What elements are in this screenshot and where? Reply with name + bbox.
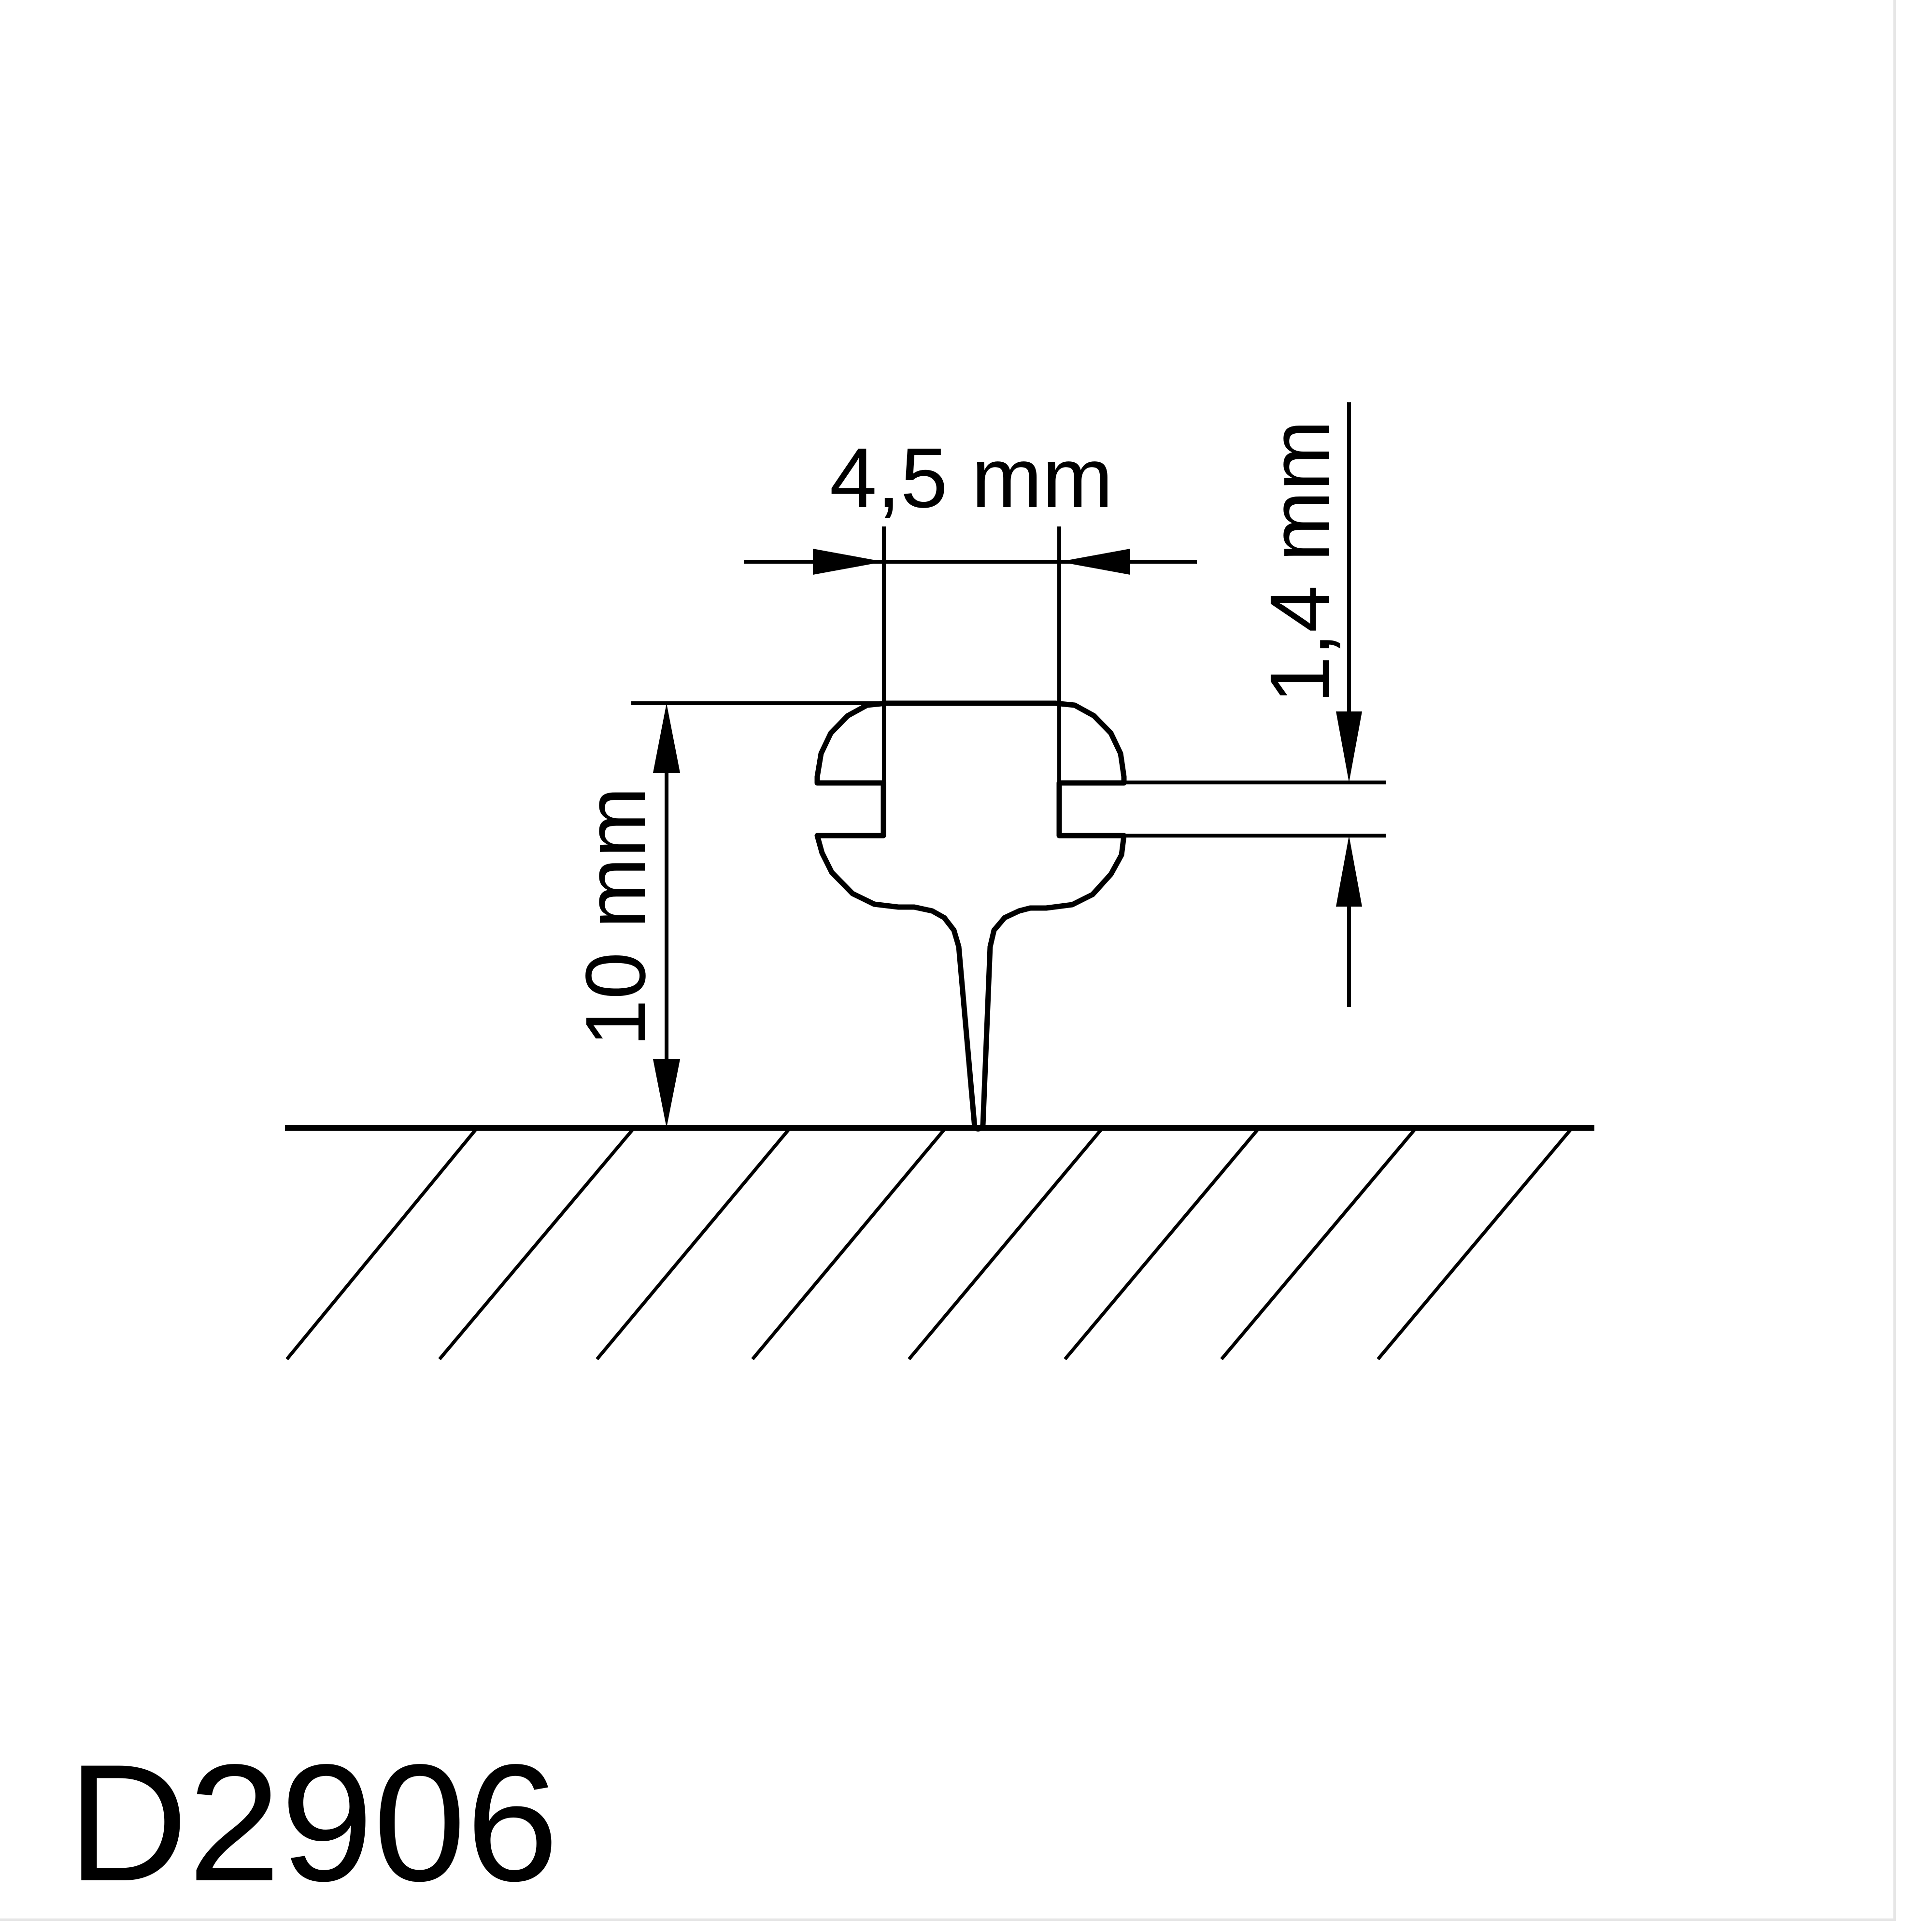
dimension-width-label: 4,5 mm — [830, 431, 1113, 526]
dimension-slot: 1,4 mm — [1124, 402, 1386, 1007]
product-code: D2906 — [68, 1730, 559, 1916]
dimension-height-label: 10 mm — [568, 787, 663, 1047]
dimension-height: 10 mm — [568, 701, 886, 1128]
ground-hatching — [285, 1126, 1574, 1361]
page-frame — [0, 0, 1896, 1921]
dimension-slot-label: 1,4 mm — [1253, 420, 1348, 704]
profile-outline — [814, 700, 1127, 1132]
dimension-width: 4,5 mm — [744, 431, 1197, 785]
